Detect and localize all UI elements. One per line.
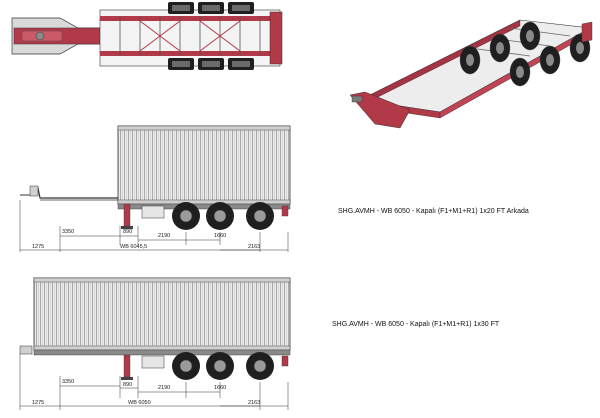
dim-2190: 2190 [158, 233, 170, 239]
dim-890: 890 [123, 229, 132, 235]
dim-3350: 3350 [62, 229, 74, 235]
dim-2163: 2163 [248, 244, 260, 250]
top-plan-view [11, 2, 283, 70]
isometric-view [349, 19, 593, 129]
caption-20ft: SHG.AVMH - WB 6050 - Kapalı (F1+M1+R1) 1… [338, 208, 529, 215]
dim-3350: 3350 [62, 379, 74, 385]
dim-2190: 2190 [158, 385, 170, 391]
side-view-20ft: 3350 890 2190 1660 1275 WB 6045,5 2163 [19, 125, 291, 252]
dim-wheelbase: WB 6050 [128, 400, 151, 406]
dim-1660: 1660 [214, 385, 226, 391]
dim-1660: 1660 [214, 233, 226, 239]
dim-1275: 1275 [32, 400, 44, 406]
dim-1275: 1275 [32, 244, 44, 250]
dim-890: 890 [123, 382, 132, 388]
dim-wheelbase: WB 6045,5 [120, 244, 147, 250]
caption-30ft: SHG.AVMH - WB 6050 - Kapalı (F1+M1+R1) 1… [332, 321, 500, 328]
dim-2163: 2163 [248, 400, 260, 406]
side-view-30ft: 3350 890 2190 1660 1275 WB 6050 2163 [19, 277, 291, 410]
